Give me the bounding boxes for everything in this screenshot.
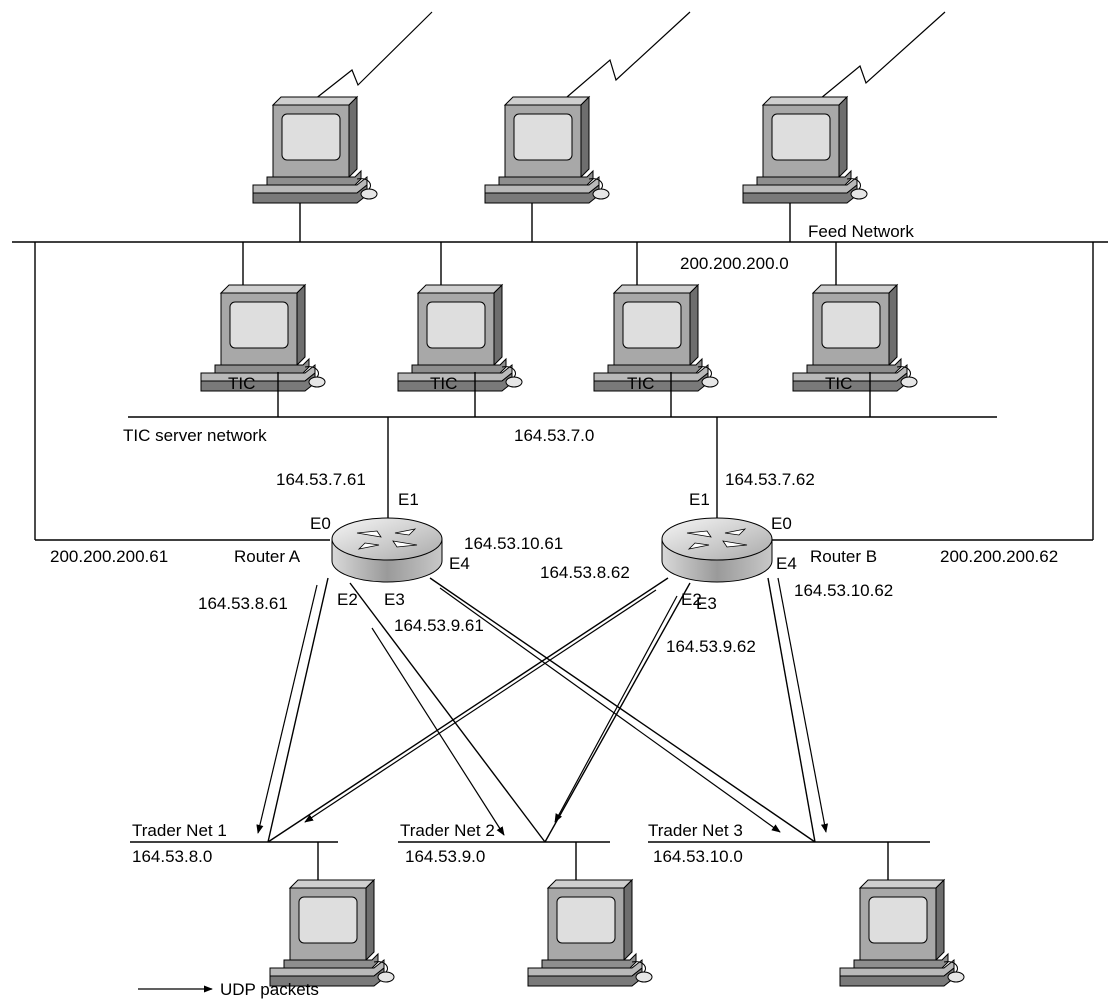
trader-net-2-label: Trader Net 2 — [400, 821, 495, 840]
serial-link-icon — [814, 11, 946, 104]
udp-arrow — [256, 584, 318, 834]
udp-arrow — [554, 595, 678, 823]
desktop-computer-icon — [742, 96, 868, 204]
tic-label: TIC — [825, 374, 852, 393]
trader-net-1-address: 164.53.8.0 — [132, 847, 212, 866]
router-a-e0-label: E0 — [310, 514, 331, 533]
router-b-e3-label: E3 — [696, 594, 717, 613]
tic-network-label: TIC server network — [123, 426, 267, 445]
desktop-computer-icon — [484, 96, 610, 204]
router-icon — [661, 517, 773, 583]
router-a-e3-ip: 164.53.9.61 — [394, 616, 484, 635]
serial-link-icon — [309, 11, 433, 104]
tic-label: TIC — [228, 374, 255, 393]
router-b-e2-label: E2 — [681, 590, 702, 609]
serial-link-icons — [309, 11, 946, 104]
tic-label: TIC — [430, 374, 457, 393]
serial-link-icon — [559, 11, 691, 104]
router-a-e3-label: E3 — [384, 590, 405, 609]
router-b-e4-label: E4 — [776, 554, 797, 573]
router-a-e2-ip: 164.53.8.61 — [198, 594, 288, 613]
trader-net-3-address: 164.53.10.0 — [653, 847, 743, 866]
desktop-computer-icon — [397, 284, 523, 392]
router-b-e3-ip: 164.53.9.62 — [666, 637, 756, 656]
trader-net-1-label: Trader Net 1 — [132, 821, 227, 840]
router-a-e0-ip: 200.200.200.61 — [50, 547, 168, 566]
trader-computers — [269, 879, 965, 987]
desktop-computer-icon — [839, 879, 965, 987]
desktop-computer-icon — [527, 879, 653, 987]
desktop-computer-icon — [200, 284, 326, 392]
router-icon — [331, 517, 443, 583]
udp-arrow — [371, 627, 505, 836]
trader-network-buses — [130, 841, 930, 883]
tic-network-address: 164.53.7.0 — [514, 426, 594, 445]
router-b-e0-ip: 200.200.200.62 — [940, 547, 1058, 566]
trader-net-3-label: Trader Net 3 — [648, 821, 743, 840]
router-links — [267, 577, 816, 843]
router-b-e1-label: E1 — [689, 490, 710, 509]
router-b-e2-ip: 164.53.8.62 — [540, 563, 630, 582]
udp-arrows — [256, 577, 829, 836]
tic-servers — [200, 284, 918, 392]
router-b-e4-ip: 164.53.10.62 — [794, 581, 893, 600]
legend: UDP packets — [138, 980, 319, 999]
udp-arrow — [304, 589, 657, 823]
desktop-computer-icon — [593, 284, 719, 392]
udp-arrow — [439, 587, 781, 833]
desktop-computer-icon — [269, 879, 395, 987]
router-b-e1-ip: 164.53.7.62 — [725, 470, 815, 489]
router-a-name: Router A — [234, 547, 301, 566]
feed-network-bus — [12, 203, 1108, 541]
router-a-e1-ip: 164.53.7.61 — [276, 470, 366, 489]
router-a-e2-label: E2 — [337, 590, 358, 609]
feed-network-address: 200.200.200.0 — [680, 254, 789, 273]
router-a-e4-ip: 164.53.10.61 — [464, 534, 563, 553]
legend-label: UDP packets — [220, 980, 319, 999]
router-a-e1-label: E1 — [398, 490, 419, 509]
router-b-e0-label: E0 — [771, 514, 792, 533]
trader-net-2-address: 164.53.9.0 — [405, 847, 485, 866]
desktop-computer-icon — [252, 96, 378, 204]
tic-label: TIC — [627, 374, 654, 393]
feed-computers — [252, 96, 868, 204]
labels: Feed Network 200.200.200.0 TIC TIC TIC T… — [50, 222, 1058, 866]
tic-server-network-bus — [128, 372, 997, 520]
router-b-name: Router B — [810, 547, 877, 566]
router-a-e4-label: E4 — [449, 554, 470, 573]
feed-network-label: Feed Network — [808, 222, 914, 241]
udp-arrow — [777, 577, 829, 833]
desktop-computer-icon — [792, 284, 918, 392]
